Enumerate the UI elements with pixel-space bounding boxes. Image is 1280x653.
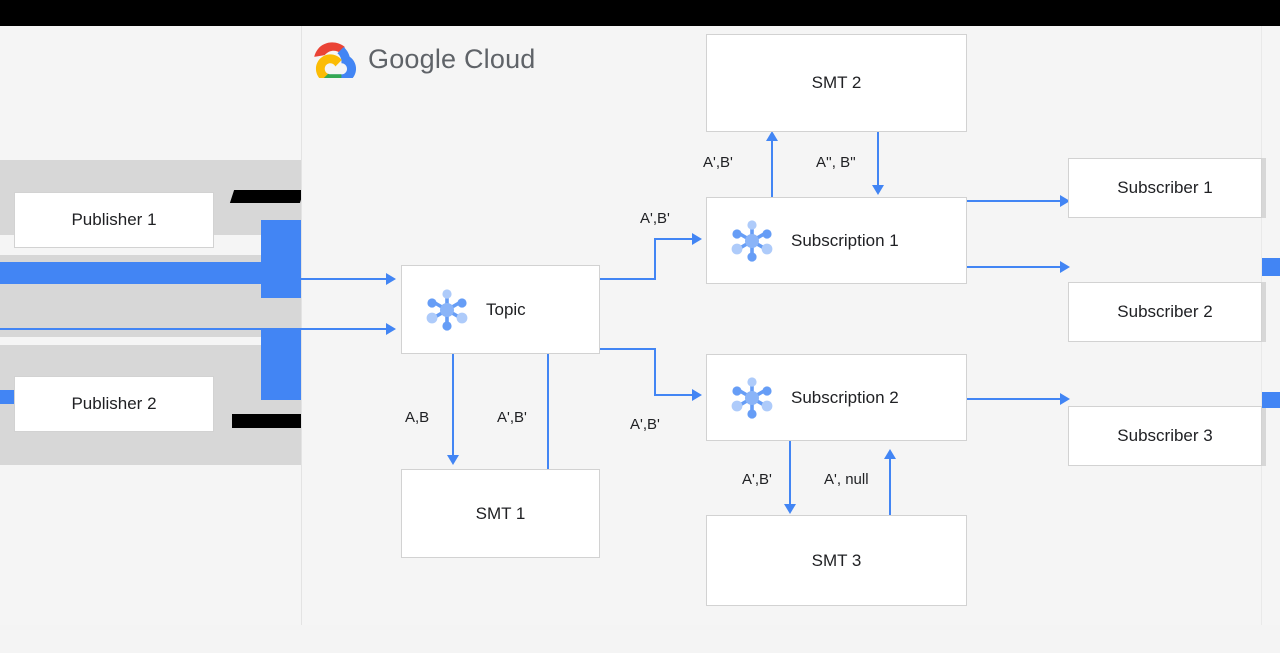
edge-topic-to-sub2-v: [654, 348, 656, 396]
node-label-subscriber-1: Subscriber 1: [1117, 178, 1213, 197]
node-subscriber-2[interactable]: Subscriber 2: [1068, 282, 1262, 342]
redaction-chip-2: [232, 414, 302, 428]
node-subscription-2[interactable]: Subscription 2: [706, 354, 967, 441]
edge-label-subscription-1-to-smt-2: A',B': [703, 154, 733, 171]
node-smt-2[interactable]: SMT 2: [706, 34, 967, 132]
node-topic[interactable]: Topic: [401, 265, 600, 354]
node-publisher-1[interactable]: Publisher 1: [14, 192, 214, 248]
edge-sub1-to-subscriber1-line: [967, 200, 1065, 202]
node-label-subscription-2: Subscription 2: [791, 387, 899, 407]
artifact-blue-block-2: [0, 262, 261, 284]
google-cloud-logo-icon: [314, 42, 356, 78]
node-subscriber-3[interactable]: Subscriber 3: [1068, 406, 1262, 466]
edge-topic-to-smt1-arrow: [447, 455, 459, 465]
node-publisher-2[interactable]: Publisher 2: [14, 376, 214, 432]
edge-sub1-to-smt2-line: [771, 140, 773, 198]
right-backdrop: [1262, 26, 1280, 625]
edge-label-topic-to-subscription-2: A',B': [630, 416, 660, 433]
edge-sub1-to-subscriber2-arrow: [1060, 261, 1070, 273]
top-redaction-bar: [0, 0, 1280, 26]
edge-label-smt-1-to-topic: A',B': [497, 409, 527, 426]
node-label-topic: Topic: [486, 299, 526, 319]
edge-smt1-to-topic-line: [547, 278, 549, 469]
edge-topic-to-sub1-h2: [654, 238, 694, 240]
node-label-smt-1: SMT 1: [475, 503, 526, 523]
edge-label-subscription-2-to-smt-3: A',B': [742, 471, 772, 488]
edge-topic-to-smt1-line: [452, 354, 454, 456]
node-label-publisher-1: Publisher 1: [71, 210, 157, 229]
edge-publisher2-to-topic-arrow: [386, 323, 396, 335]
node-label-publisher-2: Publisher 2: [71, 394, 157, 413]
pubsub-subscription-icon: [723, 369, 781, 427]
google-cloud-logo: Google Cloud: [310, 40, 536, 78]
edge-topic-to-sub1-arrow: [692, 233, 702, 245]
artifact-blue-block-1: [261, 220, 301, 298]
edge-sub1-to-subscriber1-arrow: [1060, 195, 1070, 207]
edge-topic-to-sub2-h1: [600, 348, 656, 350]
logo-text-cloud: Cloud: [463, 43, 536, 74]
edge-publisher1-to-topic-line: [0, 278, 388, 280]
edge-topic-to-sub2-arrow: [692, 389, 702, 401]
edge-sub2-to-smt3-arrow: [784, 504, 796, 514]
node-subscriber-1[interactable]: Subscriber 1: [1068, 158, 1262, 218]
edge-topic-to-sub2-h2: [654, 394, 694, 396]
edge-label-topic-to-smt-1: A,B: [405, 409, 430, 426]
edge-smt2-to-sub1-arrow: [872, 185, 884, 195]
edge-label-smt-2-to-subscription-1: A'', B'': [816, 154, 856, 171]
edge-publisher2-to-topic-line: [0, 328, 388, 330]
edge-sub1-to-smt2-arrow: [766, 131, 778, 141]
artifact-blue-block-3: [261, 330, 301, 400]
node-label-subscriber-2: Subscriber 2: [1117, 302, 1213, 321]
edge-sub2-to-subscriber3-line: [967, 398, 1065, 400]
edge-smt2-to-sub1-line: [877, 132, 879, 186]
edge-smt3-to-sub2-arrow: [884, 449, 896, 459]
edge-label-smt-3-to-subscription-2: A', null: [824, 471, 869, 488]
redaction-chip-1: [229, 190, 305, 203]
edge-topic-to-sub1-v: [654, 238, 656, 280]
node-subscription-1[interactable]: Subscription 1: [706, 197, 967, 284]
node-label-subscription-1: Subscription 1: [791, 230, 899, 250]
edge-sub1-to-subscriber2-line: [967, 266, 1065, 268]
edge-topic-to-sub1-h1: [600, 278, 656, 280]
node-label-subscriber-3: Subscriber 3: [1117, 426, 1213, 445]
node-label-smt-2: SMT 2: [811, 73, 862, 92]
pubsub-subscription-icon: [723, 212, 781, 270]
edge-sub2-to-subscriber3-arrow: [1060, 393, 1070, 405]
edge-publisher1-to-topic-arrow: [386, 273, 396, 285]
logo-text-google: Google: [368, 43, 457, 74]
edge-sub2-to-smt3-line: [789, 441, 791, 506]
node-smt-1[interactable]: SMT 1: [401, 469, 600, 558]
node-label-smt-3: SMT 3: [811, 550, 862, 570]
edge-label-topic-to-subscription-1: A',B': [640, 210, 670, 227]
edge-smt3-to-sub2-line: [889, 458, 891, 516]
node-smt-3[interactable]: SMT 3: [706, 515, 967, 606]
pubsub-topic-icon: [418, 281, 476, 339]
logo-text: Google Cloud: [368, 44, 536, 75]
